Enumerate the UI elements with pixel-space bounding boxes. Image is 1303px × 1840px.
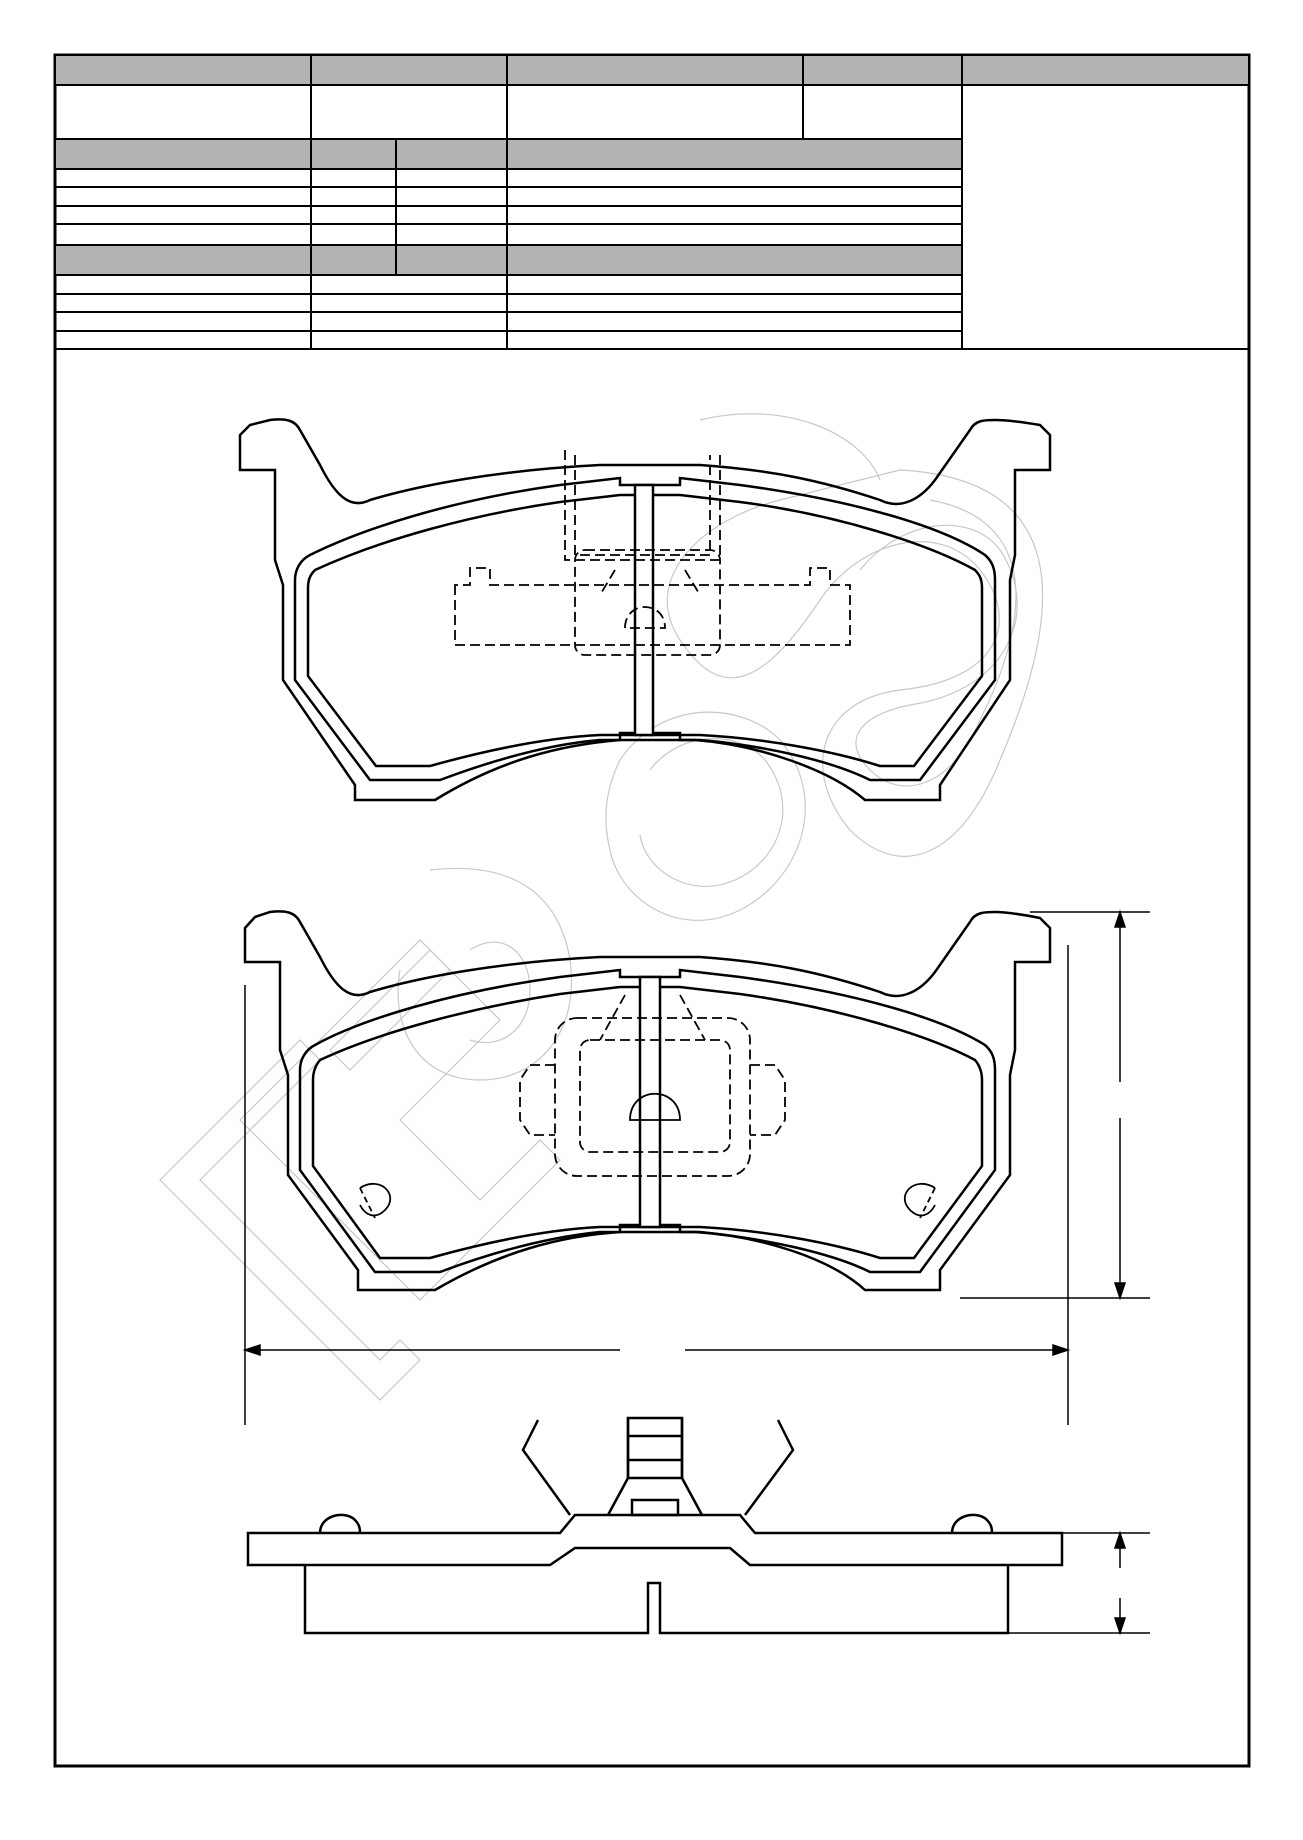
wear-hole-right — [903, 1182, 936, 1217]
friction-inner-line-2 — [311, 985, 984, 1260]
friction-material-outline — [293, 476, 997, 782]
sensor-clip-dashed — [519, 994, 786, 1177]
dimension-lines-side — [1008, 1530, 1150, 1636]
sensor-half-circle — [629, 1093, 681, 1121]
wear-hole-right-dash — [919, 1187, 936, 1219]
center-slot — [633, 483, 655, 737]
side-clip-base — [630, 1498, 680, 1517]
dimension-lines-front — [242, 909, 1150, 1425]
table-section-b-header — [54, 244, 963, 276]
side-stud-right — [950, 1513, 994, 1534]
wear-hole-left-dash — [359, 1187, 376, 1219]
friction-material-outline-2 — [298, 968, 997, 1274]
center-slot-2 — [638, 975, 662, 1229]
header-table — [54, 54, 1250, 350]
friction-inner-line — [306, 493, 984, 768]
side-clip — [521, 1419, 795, 1516]
side-backing-plate — [246, 1513, 1064, 1567]
clip-dashed — [454, 450, 851, 656]
front-view-pad-with-sensor — [243, 910, 1052, 1292]
side-stud-left — [318, 1513, 362, 1534]
side-clip-tab — [626, 1416, 684, 1480]
watermark-logo — [159, 413, 1044, 1401]
table-section-a-header — [54, 138, 963, 170]
wear-hole-left — [359, 1182, 392, 1217]
table-top-header-band — [54, 54, 1250, 86]
top-view-pad-with-clip — [238, 418, 1052, 802]
side-friction-pad — [303, 1565, 1010, 1635]
side-view-pad — [246, 1416, 1064, 1635]
